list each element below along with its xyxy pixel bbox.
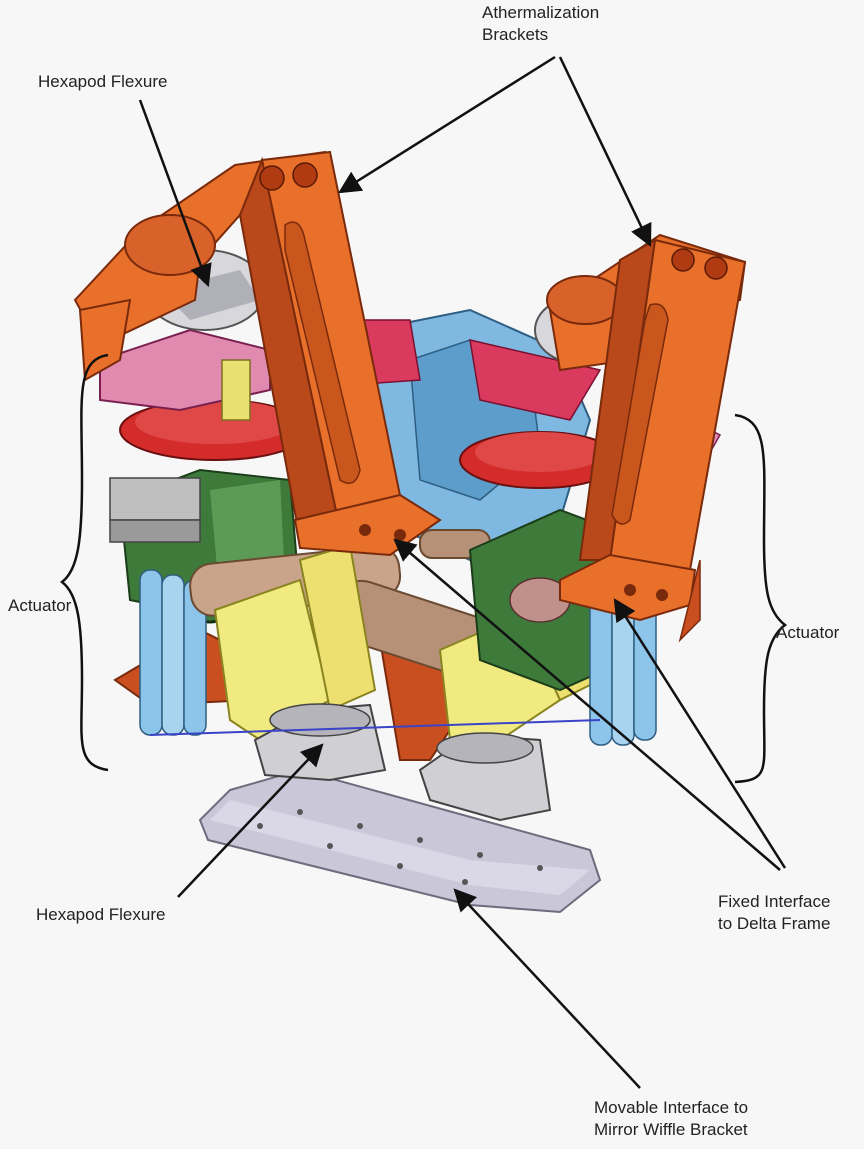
movable-interface-label: Movable Interface to Mirror Wiffle Brack…: [594, 1097, 748, 1141]
athermalization-bracket-right: [546, 233, 747, 643]
arrow-fixed-interface-b: [613, 598, 787, 869]
arrow-fixed-interface-a: [393, 538, 781, 871]
athermalization-label-line1: Athermalization: [482, 3, 600, 22]
arrow-athermalization-left: [338, 55, 556, 194]
hexapod-flexure-bottom-label: Hexapod Flexure: [36, 905, 166, 924]
arrow-movable-interface: [453, 888, 641, 1089]
fixed-interface-label: Fixed Interface to Delta Frame: [718, 891, 830, 935]
movable-interface-line1: Movable Interface to: [594, 1098, 749, 1117]
movable-interface-line2: Mirror Wiffle Bracket: [594, 1120, 748, 1139]
actuator-right-label: Actuator: [776, 623, 840, 642]
hexapod-flexure-top-label: Hexapod Flexure: [38, 72, 168, 91]
athermalization-brackets-label: Athermalization Brackets: [482, 2, 599, 46]
arrow-hexapod-top: [138, 99, 212, 288]
hexapod-flexure-bottom-shape: [253, 703, 552, 822]
actuator-left-brace: [59, 353, 109, 772]
arrow-hexapod-bottom: [177, 743, 324, 898]
left-blue-cylinders: [139, 569, 207, 736]
actuator-right-brace: [734, 413, 788, 784]
athermalization-label-line2: Brackets: [482, 25, 549, 44]
right-blue-cylinders: [589, 579, 657, 746]
fixed-interface-line2: to Delta Frame: [718, 914, 831, 933]
mechanism-illustration: [73, 150, 747, 914]
arrow-athermalization-right: [558, 56, 652, 248]
actuator-left-label: Actuator: [8, 596, 72, 615]
fixed-interface-line1: Fixed Interface: [718, 892, 831, 911]
leader-lines: [138, 55, 787, 1089]
